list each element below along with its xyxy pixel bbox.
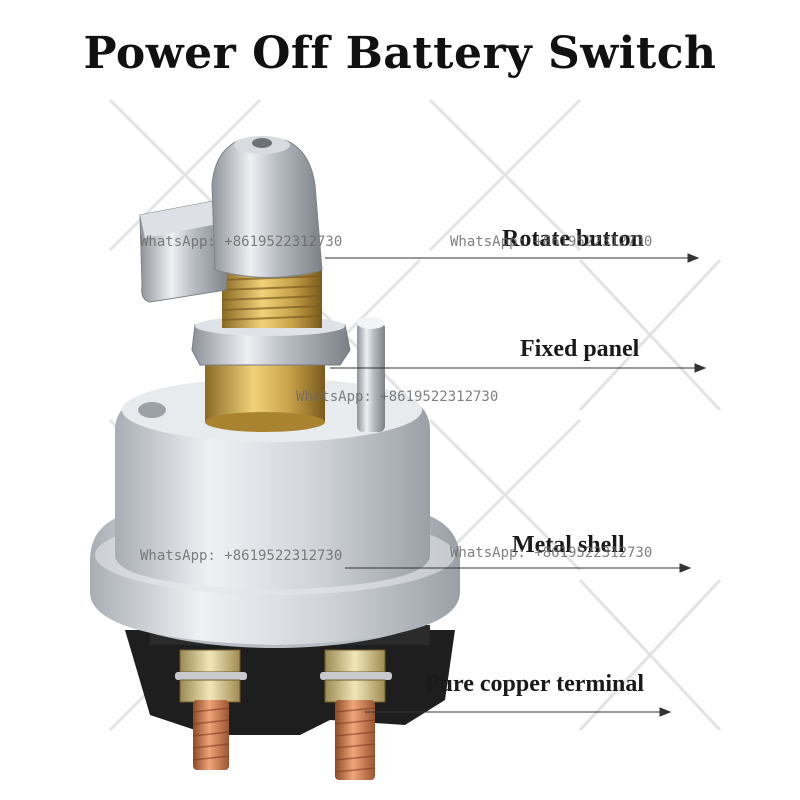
brass-collar	[205, 360, 325, 432]
locating-pin	[357, 317, 385, 432]
watermark-text: WhatsApp: +8619522312730	[140, 548, 343, 564]
page-title: Power Off Battery Switch	[83, 28, 717, 79]
rotate-knob	[139, 136, 323, 303]
watermark-text: WhatsApp: +8619522312730	[450, 545, 653, 561]
brass-thread	[221, 270, 323, 328]
watermark-text: WhatsApp: +8619522312730	[140, 234, 343, 250]
callout-rotate-button: Rotate button	[502, 226, 644, 252]
copper-terminals	[175, 649, 392, 780]
callout-leaders	[325, 253, 707, 717]
callout-fixed-panel: Fixed panel	[520, 336, 640, 362]
watermark-text: WhatsApp: +8619522312730	[296, 389, 499, 405]
metal-shell	[90, 378, 460, 648]
callout-copper-terminal: Pure copper terminal	[425, 671, 645, 697]
watermark-text: WhatsApp: +8619522312730	[450, 234, 653, 250]
callout-metal-shell: Metal shell	[512, 532, 625, 558]
